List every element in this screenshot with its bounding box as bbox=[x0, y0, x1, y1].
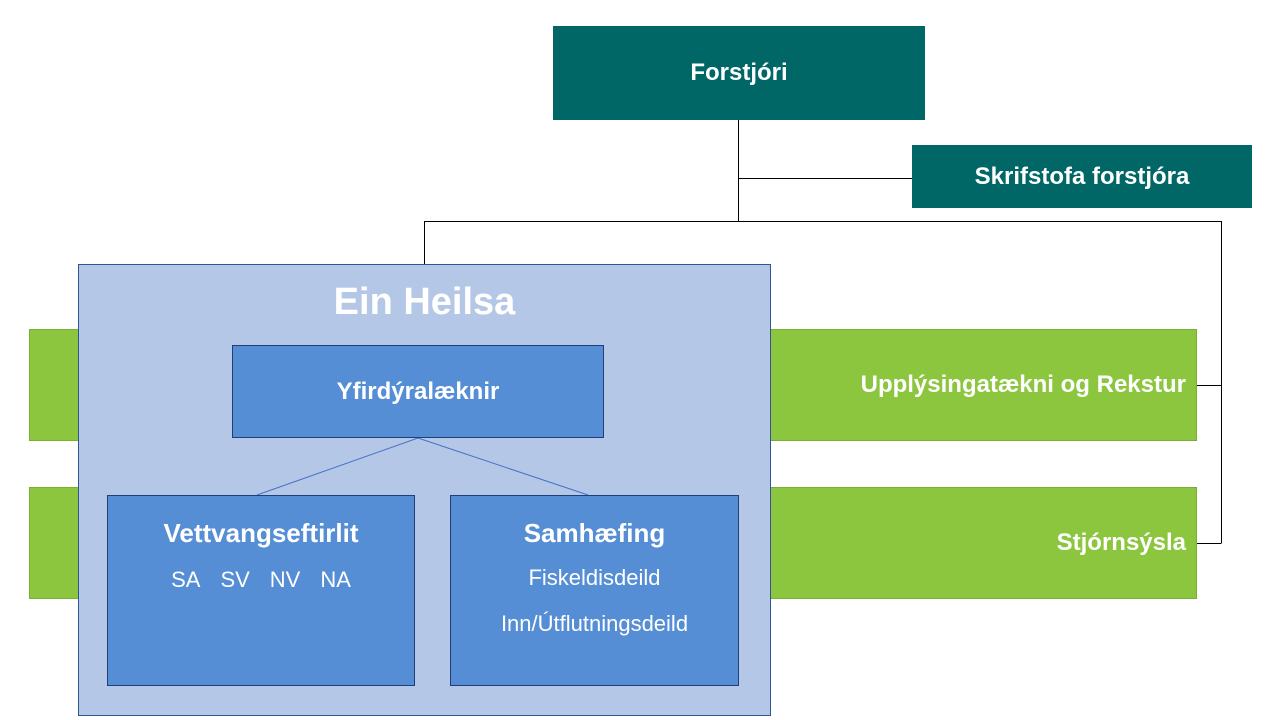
director-office-label: Skrifstofa forstjóra bbox=[974, 162, 1190, 190]
department-item: Fiskeldisdeild bbox=[528, 565, 661, 590]
director-box: Forstjóri bbox=[553, 26, 925, 120]
coordination-title: Samhæfing bbox=[523, 518, 666, 548]
field-inspection-title: Vettvangseftirlit bbox=[163, 518, 359, 548]
administration-label: Stjórnsýsla bbox=[1056, 529, 1186, 556]
one-health-title: Ein Heilsa bbox=[333, 281, 516, 323]
chief-vet-label: Yfirdýralæknir bbox=[336, 377, 500, 405]
region-item: SV bbox=[220, 567, 250, 592]
it-operations-label: Upplýsingatækni og Rekstur bbox=[860, 371, 1186, 398]
connector-chief-to-coordination bbox=[417, 437, 589, 496]
chief-vet-box: Yfirdýralæknir bbox=[232, 345, 604, 438]
department-item: Inn/Útflutningsdeild bbox=[500, 611, 689, 636]
region-item: SA bbox=[171, 567, 201, 592]
coordination-box: Samhæfing Fiskeldisdeild Inn/Útflutnings… bbox=[450, 495, 739, 686]
region-list: SA SV NV NA bbox=[108, 567, 414, 593]
region-item: NA bbox=[320, 567, 351, 592]
director-office-box: Skrifstofa forstjóra bbox=[912, 145, 1252, 208]
connector-chief-to-field bbox=[256, 437, 419, 496]
region-item: NV bbox=[269, 567, 301, 592]
director-label: Forstjóri bbox=[690, 59, 788, 86]
field-inspection-box: Vettvangseftirlit SA SV NV NA bbox=[107, 495, 415, 686]
